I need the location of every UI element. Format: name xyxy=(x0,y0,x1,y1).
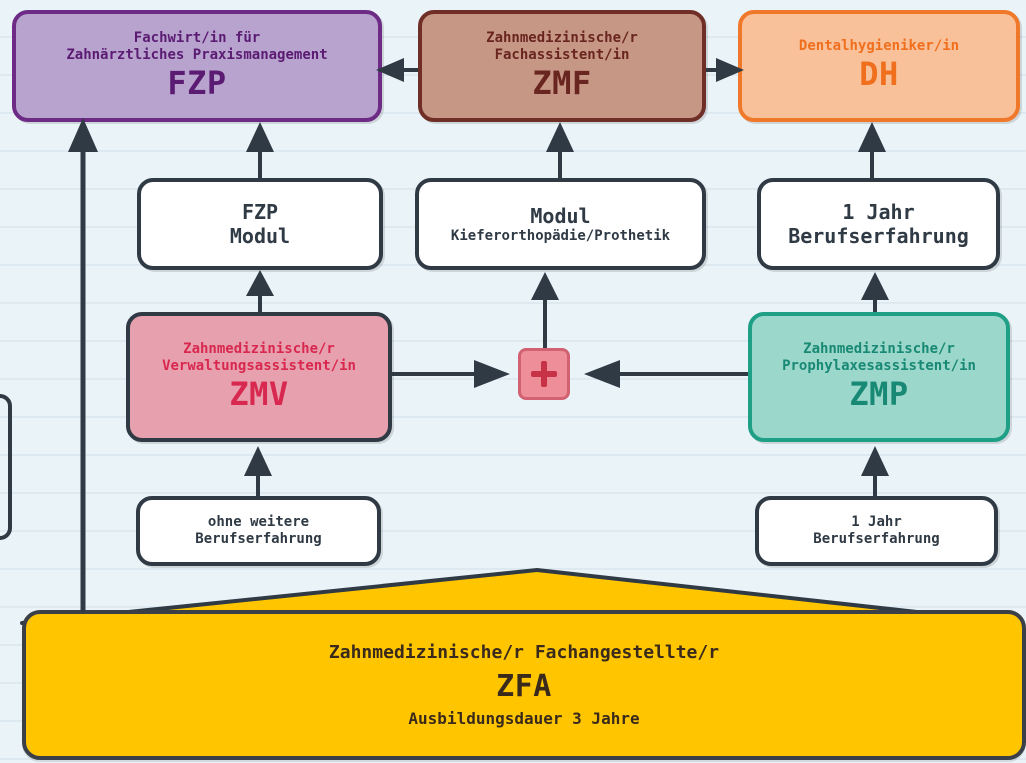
zmp-line-2: Prophylaxesassistent/in xyxy=(782,357,976,374)
zmv-to-fzp-module-arrow xyxy=(246,270,274,312)
fzp-line-1: Fachwirt/in für xyxy=(133,30,261,46)
zmp-box: Zahnmedizinische/r Prophylaxesassistent/… xyxy=(748,312,1010,442)
dh-line-1: Dentalhygieniker/in xyxy=(798,38,960,55)
zmf-to-fzp-arrow xyxy=(376,58,418,82)
fzp-module-box: FZP Modul xyxy=(137,178,383,270)
left-experience-line-2: Berufserfahrung xyxy=(195,531,322,547)
fzp-module-to-fzp-arrow xyxy=(246,122,274,178)
zmp-to-dh-requirement-arrow xyxy=(861,272,889,312)
zmv-line-1: Zahnmedizinische/r xyxy=(183,341,335,357)
zmf-line-1: Zahnmedizinische/r xyxy=(486,30,638,46)
fzp-abbr: FZP xyxy=(167,63,227,102)
zmp-abbr: ZMP xyxy=(849,374,909,413)
plus-to-kfo-module-arrow xyxy=(531,272,559,348)
dh-abbr: DH xyxy=(859,55,899,94)
zmv-to-plus-arrow xyxy=(392,360,510,388)
right-experience-to-zmp-arrow xyxy=(861,446,889,496)
zmf-box: Zahnmedizinische/r Fachassistent/in ZMF xyxy=(418,10,706,122)
fzp-box: Fachwirt/in für Zahnärztliches Praxisman… xyxy=(12,10,382,122)
fzp-line-2: Zahnärztliches Praxismanagement xyxy=(66,46,328,63)
left-experience-line-1: ohne weitere xyxy=(207,514,310,531)
zfa-box: Zahnmedizinische/r Fachangestellte/r ZFA… xyxy=(22,610,1026,760)
kfo-module-line-2: Kieferorthopädie/Prothetik xyxy=(450,227,671,244)
fzp-module-line-2: Modul xyxy=(229,224,291,248)
plus-icon xyxy=(531,361,557,387)
fzp-module-line-1: FZP xyxy=(241,200,279,224)
zfa-title: Zahnmedizinische/r Fachangestellte/r xyxy=(328,641,720,663)
right-experience-line-2: Berufserfahrung xyxy=(813,531,940,547)
kfo-module-line-1: Modul xyxy=(530,203,591,228)
long-left-arrow xyxy=(68,118,98,613)
dh-requirement-line-1: 1 Jahr xyxy=(842,200,915,224)
zmf-line-2: Fachassistent/in xyxy=(494,46,630,63)
zmf-abbr: ZMF xyxy=(532,63,592,102)
dh-requirement-to-dh-arrow xyxy=(858,122,886,178)
left-edge-partial-box xyxy=(0,394,12,540)
kfo-module-to-zmf-arrow xyxy=(546,122,574,178)
zmv-line-2: Verwaltungsassistent/in xyxy=(162,357,356,374)
zfa-duration: Ausbildungsdauer 3 Jahre xyxy=(408,709,640,729)
left-experience-to-zmv-arrow xyxy=(244,446,272,496)
zmv-abbr: ZMV xyxy=(229,374,289,413)
right-experience-box: 1 Jahr Berufserfahrung xyxy=(755,496,998,566)
zmv-box: Zahnmedizinische/r Verwaltungsassistent/… xyxy=(126,312,392,442)
zfa-abbr: ZFA xyxy=(496,669,552,705)
zmp-to-plus-arrow xyxy=(584,360,748,388)
right-experience-line-1: 1 Jahr xyxy=(851,514,902,531)
kfo-module-box: Modul Kieferorthopädie/Prothetik xyxy=(415,178,706,270)
dh-box: Dentalhygieniker/in DH xyxy=(738,10,1020,122)
left-experience-box: ohne weitere Berufserfahrung xyxy=(136,496,381,566)
dh-requirement-line-2: Berufserfahrung xyxy=(788,224,969,248)
plus-box xyxy=(518,348,570,400)
dh-requirement-box: 1 Jahr Berufserfahrung xyxy=(757,178,1000,270)
zmp-line-1: Zahnmedizinische/r xyxy=(803,341,955,357)
